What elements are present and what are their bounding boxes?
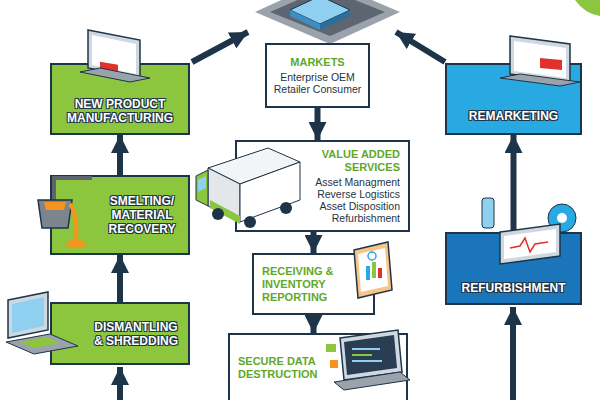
flow-arrow — [315, 108, 321, 140]
market-box: MARKETS Enterprise OEM Retailer Consumer — [265, 43, 370, 108]
flow-arrow — [311, 315, 317, 333]
laptop-icon — [500, 36, 580, 86]
node-title: NEW PRODUCT MANUFACTURING — [60, 97, 180, 125]
flow-arrow — [510, 307, 516, 400]
laptop-icon — [326, 330, 410, 390]
node-title: VALUE ADDED SERVICES — [307, 148, 400, 174]
node-body: Enterprise OEM Retailer Consumer — [273, 71, 362, 95]
node-title: SMELTING/ MATERIAL RECOVERY — [104, 194, 180, 236]
flow-arrow — [192, 32, 248, 62]
crucible-icon — [38, 176, 92, 248]
truck-icon — [196, 148, 300, 228]
flow-arrow — [511, 135, 517, 232]
process-box: DISMANTLING & SHREDDING — [50, 302, 190, 365]
laptop-icon — [80, 30, 150, 82]
repair-tools-icon — [482, 198, 576, 264]
corner-leaf — [575, 0, 600, 16]
process-box: REFURBISHMENT — [445, 232, 582, 305]
process-box: NEW PRODUCT MANUFACTURING — [50, 63, 190, 135]
node-title: SECURE DATA DESTRUCTION — [238, 355, 318, 381]
computer-icon — [6, 292, 78, 354]
node-title: MARKETS — [273, 56, 362, 69]
clipboard-icon — [354, 242, 392, 298]
process-box: REMARKETING — [445, 63, 582, 135]
service-box: VALUE ADDED SERVICESAsset Managment Reve… — [235, 140, 410, 232]
node-title: REFURBISHMENT — [455, 281, 572, 295]
flow-arrow — [117, 255, 123, 302]
node-title: REMARKETING — [455, 109, 572, 123]
node-title: DISMANTLING & SHREDDING — [92, 320, 180, 348]
city-illustration — [255, 0, 400, 44]
flow-arrow — [117, 135, 123, 175]
process-box: SMELTING/ MATERIAL RECOVERY — [50, 175, 190, 255]
flow-arrow — [311, 232, 317, 253]
flow-arrow — [396, 32, 445, 62]
process-box: SECURE DATA DESTRUCTION — [228, 333, 408, 400]
node-body: Asset Managment Reverse Logistics Asset … — [307, 176, 400, 224]
flow-arrow — [117, 367, 123, 400]
node-title: RECEIVING & INVENTORY REPORTING — [262, 265, 341, 304]
process-box: RECEIVING & INVENTORY REPORTING — [252, 253, 375, 315]
